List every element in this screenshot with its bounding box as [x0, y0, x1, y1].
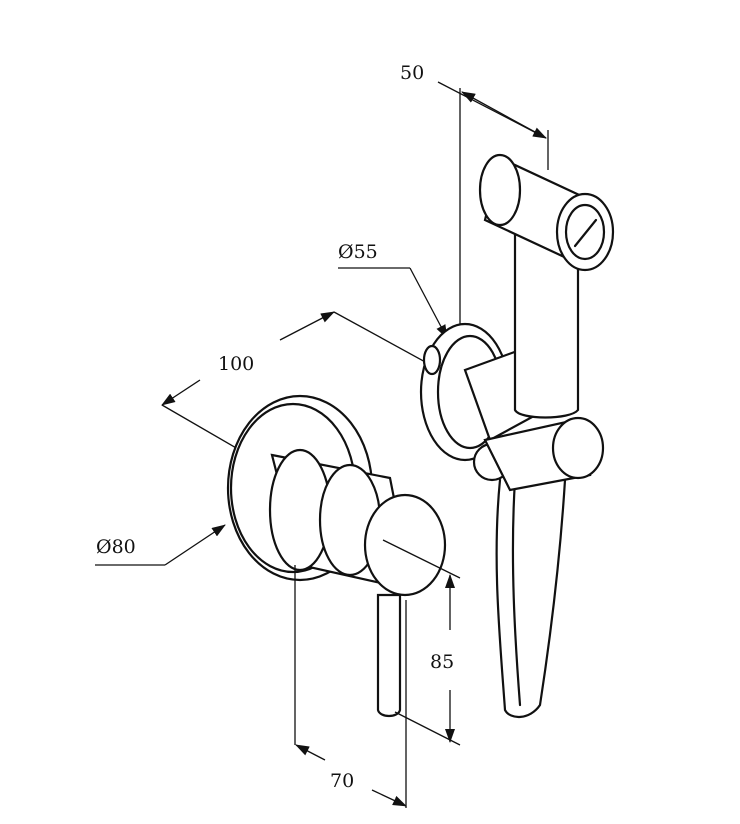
dimension-d55 [338, 267, 448, 339]
label-handset-width: 50 [400, 62, 425, 84]
label-valve-diameter: Ø80 [96, 536, 136, 558]
label-holder-diameter: Ø55 [338, 241, 378, 263]
label-lever-offset: 70 [330, 770, 355, 792]
mixer-valve [226, 394, 447, 718]
label-valve-depth: 100 [218, 353, 255, 375]
hand-shower-assembly [419, 153, 615, 718]
dimension-d80 [95, 524, 226, 566]
dimension-70 [294, 565, 407, 808]
label-lever-height: 85 [430, 651, 455, 673]
dimension-50 [437, 81, 549, 330]
